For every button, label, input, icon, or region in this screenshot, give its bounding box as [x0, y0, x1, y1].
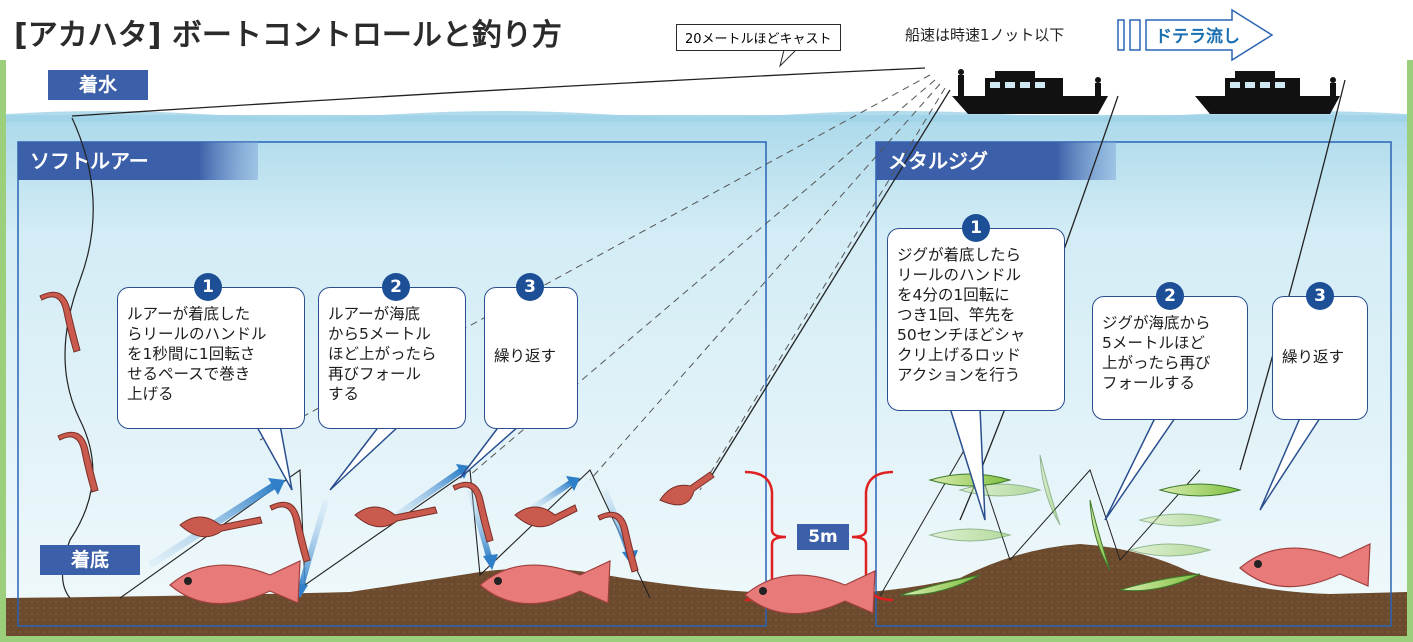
fish-group	[169, 543, 1371, 615]
metal-jig-heading: メタルジグ	[888, 149, 988, 173]
seabed-texture	[6, 544, 1407, 636]
soft-step-2-text: ルアーが海底 から5メートル ほど上がったら 再びフォール する	[318, 287, 466, 429]
boat-left	[952, 69, 1108, 114]
rod-line-jig-2	[1239, 79, 1346, 471]
falling-line	[61, 117, 94, 599]
touchdown-surface-label: 着水	[48, 70, 148, 100]
jig-step-3-number: 3	[1306, 282, 1334, 310]
soft-lure-header-bar	[18, 142, 258, 180]
cast-distance-callout: 20メートルほどキャスト	[676, 24, 841, 51]
soft-step-1-text: ルアーが着底した らリールのハンドル を1秒間に1回転さ せるペースで巻き 上げ…	[117, 287, 305, 429]
page-title: [アカハタ] ボートコントロールと釣り方	[14, 18, 562, 53]
jig-step-2-text: ジグが海底から 5メートルほど 上がったら再び フォールする	[1092, 296, 1248, 420]
rod-line-soft	[711, 89, 951, 476]
drift-method-label: ドテラ流し	[1155, 27, 1240, 47]
soft-lure-frame	[17, 141, 767, 627]
metal-jig-frame	[875, 141, 1392, 627]
bubble-tails	[254, 407, 1322, 521]
jig-step-1-text: ジグが着底したら リールのハンドル を4分の1回転に つき1回、竿先を 50セン…	[887, 228, 1065, 411]
cast-line	[71, 67, 926, 117]
touchdown-bottom-label: 着底	[40, 545, 140, 575]
soft-step-3-number: 3	[516, 273, 544, 301]
soft-lure-heading: ソフトルアー	[30, 149, 149, 173]
boat-speed-note: 船速は時速1ノット以下	[905, 26, 1065, 44]
soft-step-2-number: 2	[382, 273, 410, 301]
metal-jig-header-bar	[876, 142, 1116, 180]
jig-step-1-number: 1	[962, 214, 990, 242]
water-surface	[6, 111, 1407, 122]
jig-step-3-text: 繰り返す	[1272, 296, 1368, 420]
jig-step-2-number: 2	[1156, 282, 1184, 310]
boat-right	[1195, 71, 1340, 114]
soft-step-3-text: 繰り返す	[484, 287, 578, 429]
soft-step-1-number: 1	[194, 273, 222, 301]
soft-lures	[39, 291, 715, 573]
height-label: 5m	[797, 524, 849, 550]
drift-arrow	[1117, 8, 1274, 62]
retrieve-path-jig	[879, 438, 1201, 597]
